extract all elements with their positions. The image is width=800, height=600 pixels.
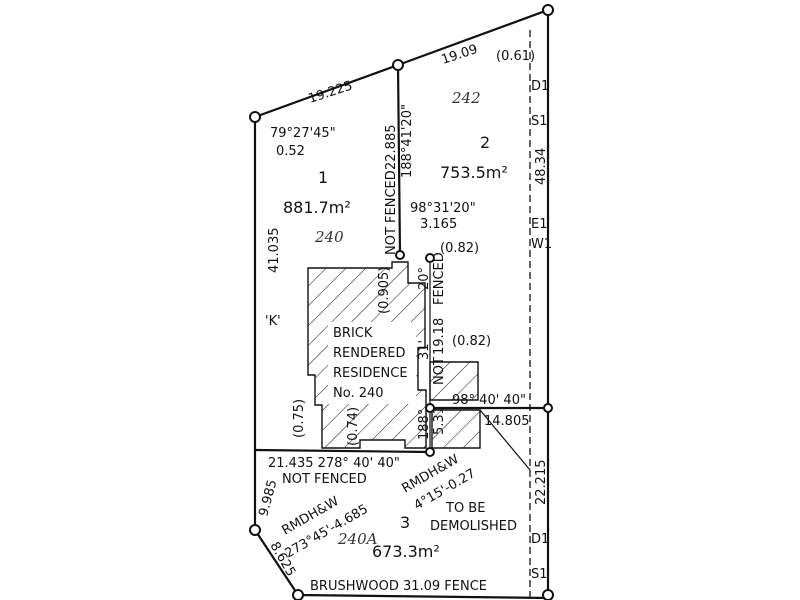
- side-letter: D1: [531, 79, 549, 94]
- side-letter: S1: [531, 114, 548, 129]
- residence-line-4: No. 240: [333, 386, 384, 401]
- length-14805: 14.805: [484, 414, 530, 429]
- corner-marker: [542, 4, 554, 16]
- angle-1: 79°27'45": [270, 126, 336, 141]
- right-side-length: 48.34: [534, 148, 549, 185]
- right-lower-length: 22.215: [534, 460, 549, 506]
- lot-divider-horizontal: [254, 448, 431, 454]
- k-label: 'K': [265, 314, 281, 329]
- corner-marker: [292, 589, 304, 600]
- corner-marker: [425, 253, 435, 263]
- residence-line-1: BRICK: [333, 326, 373, 341]
- corner-marker: [542, 589, 554, 600]
- length-1918: 19.18: [432, 318, 447, 355]
- fenced-label: FENCED: [432, 252, 447, 305]
- side-letter: E1: [531, 217, 548, 232]
- divider-length: 22.885: [384, 125, 399, 171]
- left-side-length: 41.035: [267, 228, 282, 274]
- left-lower-length: 9.985: [256, 478, 280, 518]
- lot-2-number: 2: [480, 133, 490, 152]
- offset-074: (0.74): [346, 407, 361, 446]
- divider-bearing: 188°41'20": [400, 104, 415, 178]
- vertical-31: 31': [417, 340, 432, 360]
- side-letter: D1: [531, 532, 549, 547]
- side-letter: W1: [531, 237, 552, 252]
- corner-marker: [249, 524, 261, 536]
- corner-marker: [543, 403, 553, 413]
- demolish-structure: [431, 409, 481, 449]
- corner-marker: [249, 111, 261, 123]
- side-letter: S1: [531, 567, 548, 582]
- corner-marker: [395, 250, 405, 260]
- corner-marker: [425, 403, 435, 413]
- corner-marker: [392, 59, 404, 71]
- lot-1-area: 881.7m²: [283, 198, 351, 217]
- lower-right-connector: [479, 409, 531, 471]
- lot-3-number: 3: [400, 513, 410, 532]
- offset-0905: (0.905): [377, 267, 392, 314]
- brushwood-fence: BRUSHWOOD 31.09 FENCE: [310, 579, 487, 594]
- corner-offset: (0.61): [496, 49, 535, 64]
- demolished-label: DEMOLISHED: [430, 519, 517, 534]
- bearing-right: 98° 40' 40": [452, 393, 526, 408]
- not-fenced-vertical: NOT FENCED: [384, 170, 399, 255]
- offset-1: 0.52: [276, 144, 305, 159]
- lot-1-hand-note: 240: [314, 228, 344, 246]
- offset-075: (0.75): [292, 399, 307, 438]
- to-be-label: TO BE: [445, 501, 485, 516]
- lot-3-hand-note: 240A: [337, 530, 378, 548]
- length-531: 5.31: [432, 406, 447, 435]
- offset-082-b: (0.82): [452, 334, 491, 349]
- not-label: NOT: [432, 357, 447, 385]
- lot-divider-vertical: [396, 64, 402, 256]
- length-3165: 3.165: [420, 217, 457, 232]
- vertical-188: 188°: [417, 409, 432, 440]
- top-left-length: 19.225: [307, 78, 355, 106]
- vertical-20: 20°: [417, 267, 432, 290]
- corner-marker: [425, 447, 435, 457]
- lot-3-area: 673.3m²: [372, 542, 440, 561]
- residence-label-box: [328, 322, 416, 404]
- bottom-bearing: 21.435 278° 40' 40": [268, 456, 400, 471]
- lot-1-number: 1: [318, 168, 328, 187]
- lot-2-area: 753.5m²: [440, 163, 508, 182]
- residence-annex: [429, 361, 479, 401]
- angle-2: 98°31'20": [410, 201, 476, 216]
- top-right-length: 19.09: [440, 42, 480, 68]
- residence-line-2: RENDERED: [333, 346, 405, 361]
- residence-line-3: RESIDENCE: [333, 366, 408, 381]
- lot-2-hand-note: 242: [451, 89, 481, 107]
- not-fenced-horizontal: NOT FENCED: [282, 472, 367, 487]
- offset-082-a: (0.82): [440, 241, 479, 256]
